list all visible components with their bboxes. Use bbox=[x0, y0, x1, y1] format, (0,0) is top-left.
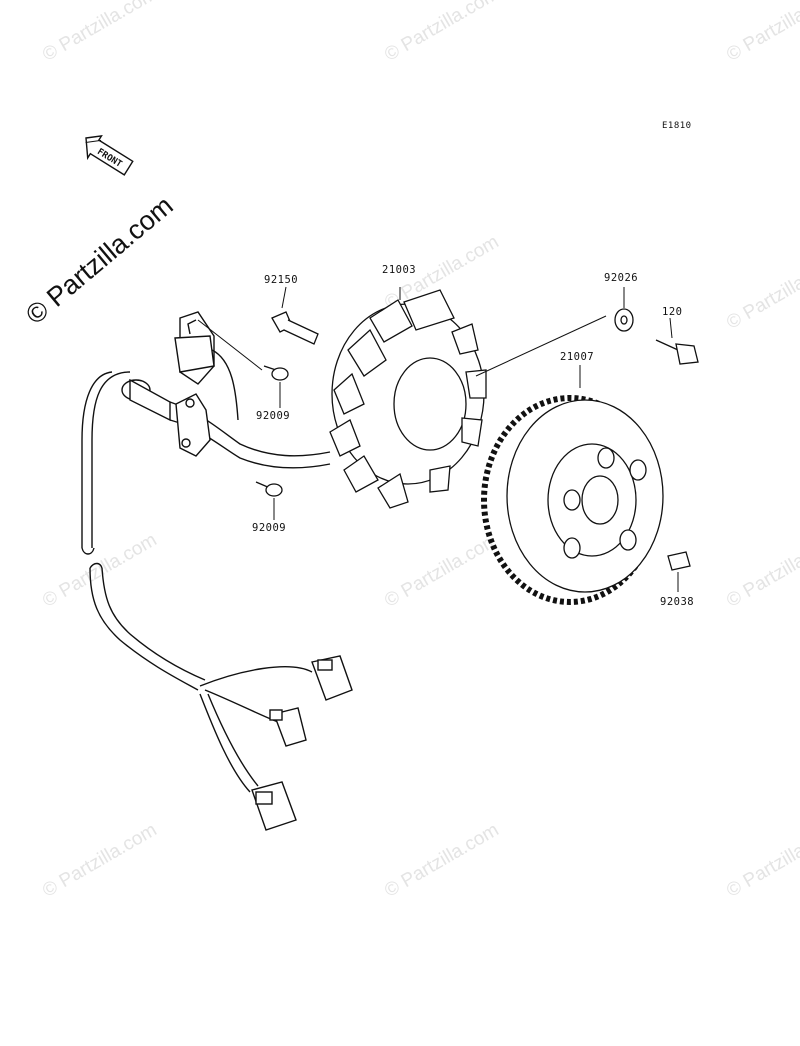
screw-92009-upper bbox=[263, 365, 289, 381]
callout-21007: 21007 bbox=[560, 351, 595, 363]
front-arrow-icon: FRONT bbox=[85, 134, 134, 176]
key-92038 bbox=[667, 551, 691, 571]
callout-92009-lower: 92009 bbox=[252, 522, 287, 534]
callout-21003: 21003 bbox=[382, 264, 417, 276]
diagram-code: E1810 bbox=[662, 121, 692, 131]
bolt-120 bbox=[655, 339, 699, 365]
leader-lines bbox=[197, 286, 679, 592]
flywheel-21007 bbox=[481, 395, 664, 605]
callout-92038: 92038 bbox=[660, 596, 695, 608]
callout-92026: 92026 bbox=[604, 272, 639, 284]
callout-92009-upper: 92009 bbox=[256, 410, 291, 422]
screw-92009-lower bbox=[255, 481, 283, 497]
callout-120: 120 bbox=[662, 306, 683, 318]
stator-21003 bbox=[329, 289, 487, 509]
wiring-harness bbox=[81, 311, 353, 831]
washer-92026 bbox=[614, 308, 634, 332]
callout-92150: 92150 bbox=[264, 274, 299, 286]
bolt-92150 bbox=[271, 311, 319, 345]
